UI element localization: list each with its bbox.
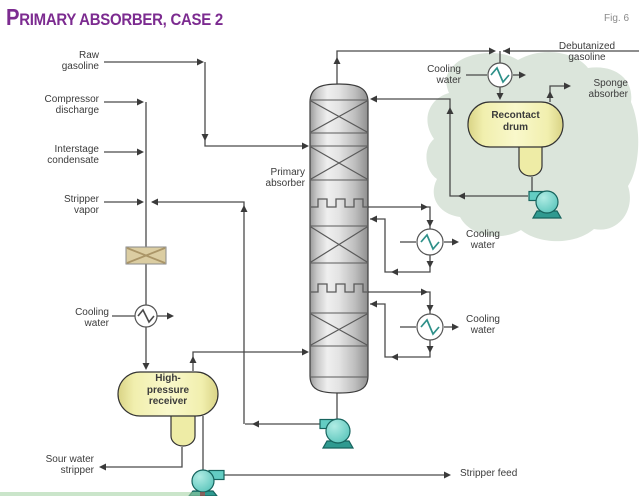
arrowhead bbox=[421, 288, 428, 296]
pipe-pa1-draw bbox=[368, 206, 431, 229]
label-interstage-condensate: Interstage condensate bbox=[47, 144, 99, 166]
arrowhead bbox=[252, 420, 259, 428]
arrowhead bbox=[496, 93, 504, 100]
label-compressor-discharge: Compressor discharge bbox=[44, 94, 99, 116]
arrowhead bbox=[519, 71, 526, 79]
arrowhead bbox=[240, 205, 248, 212]
label-cooling-water-intercooler-upper: Cooling water bbox=[466, 229, 500, 251]
primary-absorber-column bbox=[309, 83, 369, 394]
feed-cooler bbox=[134, 304, 158, 328]
arrowhead bbox=[333, 57, 341, 64]
arrowhead bbox=[142, 363, 150, 370]
arrowhead bbox=[458, 192, 465, 200]
piping bbox=[104, 50, 639, 476]
high-pressure-receiver-vessel bbox=[117, 371, 219, 447]
pipe-recontact-return bbox=[375, 98, 528, 197]
label-raw-gasoline: Raw gasoline bbox=[61, 50, 99, 72]
arrowhead bbox=[444, 471, 451, 479]
label-sponge-absorber: Sponge absorber bbox=[588, 78, 628, 100]
arrowhead bbox=[564, 82, 571, 90]
page-title: PRIMARY ABSORBER, CASE 2 bbox=[6, 4, 223, 30]
arrowhead bbox=[452, 323, 459, 331]
arrowhead bbox=[370, 95, 377, 103]
arrowhead bbox=[137, 198, 144, 206]
arrowhead bbox=[370, 300, 377, 308]
arrowhead bbox=[421, 203, 428, 211]
arrowhead bbox=[426, 346, 434, 353]
recontact-drum-body bbox=[467, 101, 564, 148]
arrowhead bbox=[370, 215, 377, 223]
pipe-overhead bbox=[336, 50, 489, 85]
label-high-pressure-receiver: High- pressure receiver bbox=[146, 373, 190, 407]
arrowhead bbox=[546, 91, 554, 98]
arrowhead bbox=[197, 58, 204, 66]
label-stripper-feed: Stripper feed bbox=[460, 468, 518, 479]
figure-number: Fig. 6 bbox=[604, 13, 630, 24]
label-stripper-vapor: Stripper vapor bbox=[63, 194, 99, 216]
arrowhead bbox=[189, 356, 197, 363]
arrowhead bbox=[452, 238, 459, 246]
receiver-drum bbox=[117, 371, 219, 417]
pipe-raw-gasoline bbox=[104, 61, 303, 147]
pipe-sour-water bbox=[106, 447, 183, 468]
receiver-boot bbox=[170, 409, 196, 447]
arrowhead bbox=[201, 134, 209, 141]
arrowhead bbox=[391, 268, 398, 276]
pipe-pa2-draw bbox=[368, 291, 431, 314]
arrowhead bbox=[167, 312, 174, 320]
label-recontact-drum: Recontact drum bbox=[491, 110, 540, 133]
pipe-receiver-vapor bbox=[192, 351, 303, 371]
arrowhead bbox=[446, 107, 454, 114]
arrowhead bbox=[99, 463, 106, 471]
arrowhead bbox=[426, 220, 434, 227]
label-cooling-water-overhead: Cooling water bbox=[427, 64, 461, 86]
packing-sections bbox=[310, 100, 368, 346]
intercooler-lower bbox=[416, 313, 444, 341]
label-sour-water-stripper: Sour water stripper bbox=[45, 454, 94, 476]
overhead-cooler bbox=[487, 62, 513, 88]
air-cooler bbox=[125, 246, 167, 265]
label-cooling-water-left: Cooling water bbox=[75, 307, 109, 329]
arrowhead bbox=[137, 98, 144, 106]
arrowhead bbox=[426, 261, 434, 268]
label-debutanized-gasoline: Debutanized gasoline bbox=[558, 41, 616, 63]
recontact-boot bbox=[518, 139, 543, 177]
chimney-trays bbox=[311, 198, 367, 293]
arrowhead bbox=[489, 47, 496, 55]
flow-arrowheads bbox=[99, 47, 571, 479]
recontact-drum-vessel bbox=[467, 101, 564, 177]
column-shell bbox=[309, 83, 369, 394]
arrowhead bbox=[426, 305, 434, 312]
arrowhead bbox=[302, 348, 309, 356]
arrowhead bbox=[151, 198, 158, 206]
recontact-pump bbox=[528, 190, 563, 219]
bottoms-pump bbox=[319, 418, 355, 449]
bottom-edge-strip bbox=[0, 492, 205, 496]
label-cooling-water-intercooler-lower: Cooling water bbox=[466, 314, 500, 336]
arrowhead bbox=[302, 142, 309, 150]
arrowhead bbox=[391, 353, 398, 361]
label-primary-absorber: Primary absorber bbox=[265, 167, 305, 189]
arrowhead bbox=[137, 148, 144, 156]
arrowhead bbox=[503, 47, 510, 55]
intercooler-upper bbox=[416, 228, 444, 256]
